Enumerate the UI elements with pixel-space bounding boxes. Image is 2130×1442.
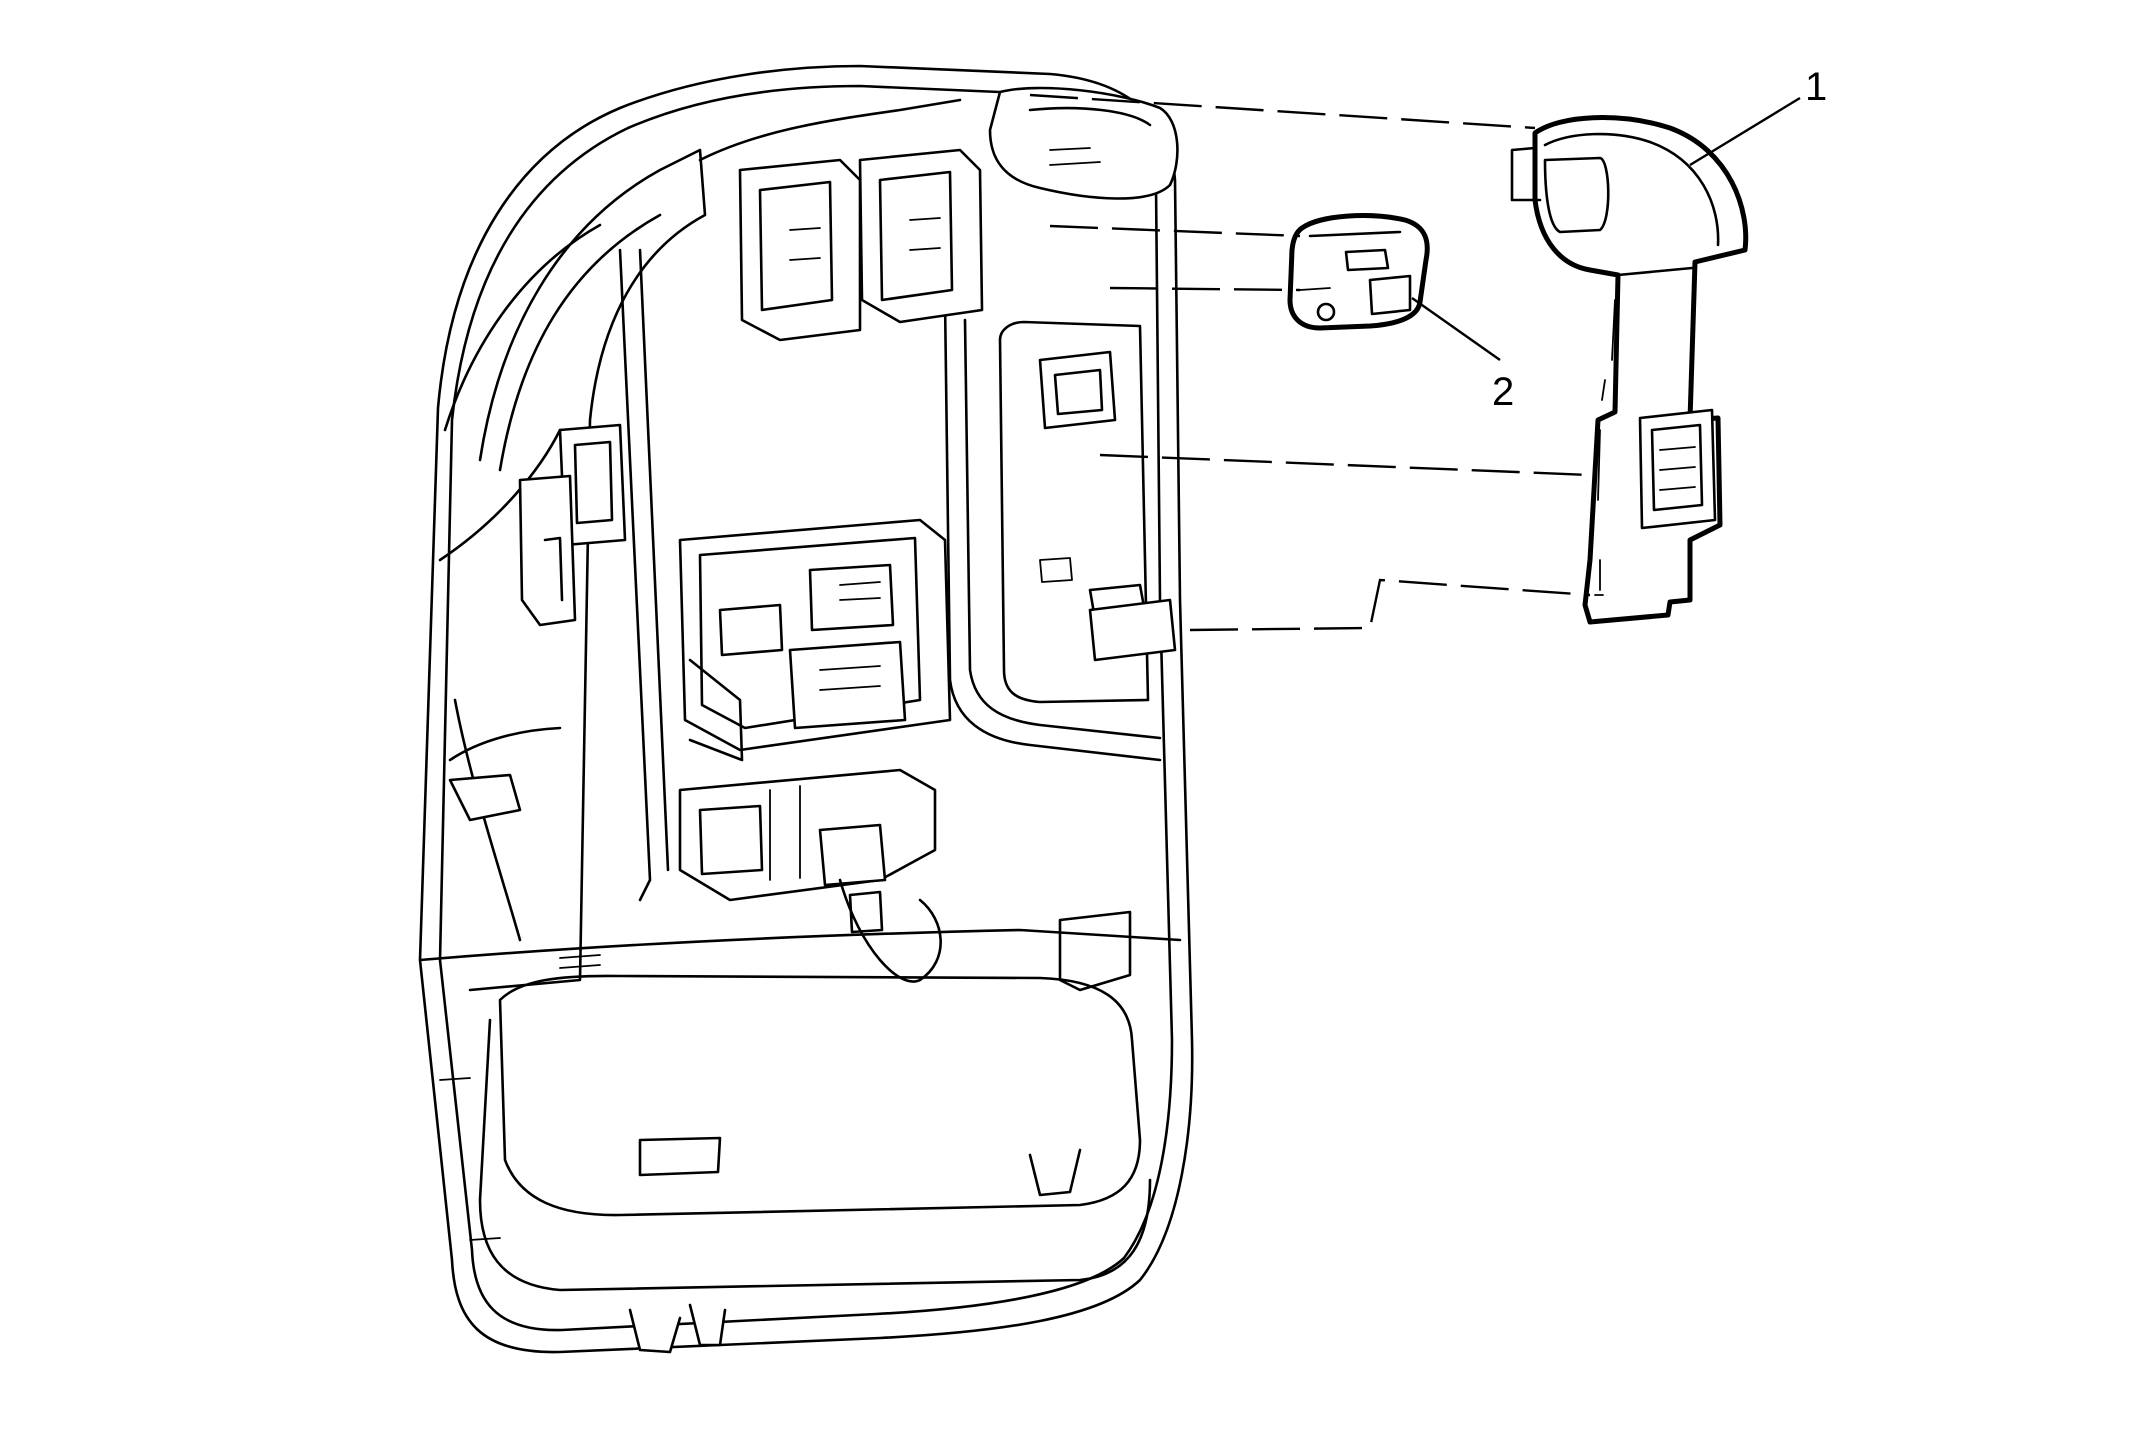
callout-2: 2 [1411,297,1514,414]
left-connector [518,423,627,627]
callout-1: 1 [1689,65,1827,167]
callout-1-label: 1 [1805,65,1827,109]
upper-switch-blocks [698,98,984,342]
callout-2-label: 2 [1492,370,1514,414]
center-control-module [678,518,952,983]
part-1-bracket [1510,115,1749,625]
alignment-lines [1029,93,1591,632]
top-lamp-section [988,86,1179,200]
part-2-lamp-socket [1287,213,1430,331]
housing-right-clips [1038,350,1177,662]
